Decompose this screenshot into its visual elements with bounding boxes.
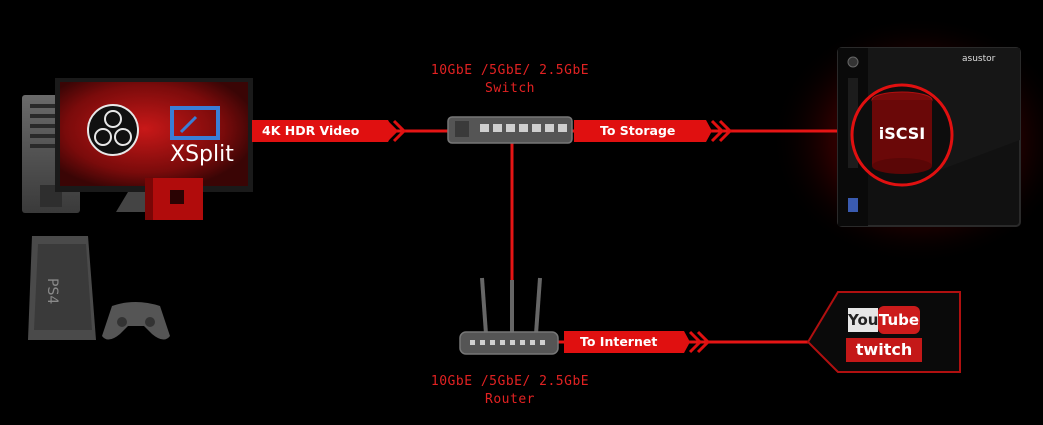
nas-brand-label: asustor — [962, 54, 996, 64]
arrow-internet — [564, 330, 711, 354]
ps4-label: PS4 — [44, 278, 60, 305]
router-device-icon — [459, 277, 559, 355]
arrow-storage — [574, 119, 733, 143]
xsplit-logo-icon — [170, 106, 220, 140]
ps4-console-icon — [28, 236, 96, 340]
xsplit-label: XSplit — [170, 142, 234, 167]
internet-link-label: To Internet — [580, 334, 658, 349]
capture-card-icon — [145, 178, 203, 220]
iscsi-label: iSCSI — [878, 124, 926, 143]
arrow-video — [252, 119, 407, 143]
youtube-logo: YouTube — [848, 309, 920, 331]
switch-label: 10GbE /5GbE/ 2.5GbE Switch — [400, 62, 620, 98]
iscsi-badge-icon — [850, 83, 954, 187]
switch-speeds: 10GbE /5GbE/ 2.5GbE — [430, 63, 590, 78]
game-controller-icon — [102, 302, 170, 340]
router-label: 10GbE /5GbE/ 2.5GbE Router — [400, 373, 620, 409]
obs-logo-icon — [87, 104, 139, 156]
twitch-logo: twitch — [846, 338, 922, 362]
router-name: Router — [485, 392, 535, 407]
video-link-label: 4K HDR Video — [262, 123, 360, 138]
switch-name: Switch — [485, 81, 535, 96]
switch-device-icon — [447, 116, 573, 144]
router-speeds: 10GbE /5GbE/ 2.5GbE — [430, 374, 590, 389]
storage-link-label: To Storage — [600, 123, 676, 138]
youtube-you: You — [848, 311, 879, 329]
youtube-tube: Tube — [878, 311, 920, 329]
